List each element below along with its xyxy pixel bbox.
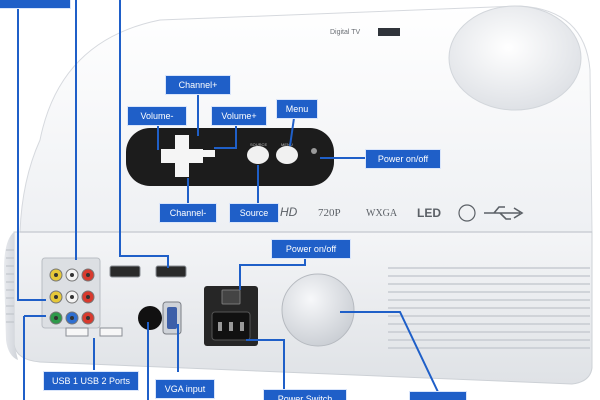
callout-vga-input: VGA input (156, 380, 214, 398)
callout-power-top: Power on/off (366, 150, 440, 168)
leader-volume-plus (214, 125, 237, 149)
ac-pin-center (229, 322, 233, 331)
callout-volume-minus: Volume- (128, 107, 186, 125)
av-jacks (49, 268, 95, 325)
ir-receiver-window (138, 306, 162, 330)
leader-top-left (17, 0, 46, 301)
callout-menu: Menu (277, 100, 317, 118)
callout-lens-focus (410, 392, 466, 400)
callout-top-left-cut (0, 0, 70, 8)
tv-badge-icon (458, 204, 476, 222)
vga-port-pins (167, 307, 177, 329)
hdmi-port-1 (109, 265, 141, 278)
usb-port-2 (99, 327, 123, 337)
hdmi-port-2 (155, 265, 187, 278)
brand-logo-box (378, 28, 400, 36)
callout-volume-plus: Volume+ (212, 107, 266, 125)
callout-source: Source (230, 204, 278, 222)
leader-power-rear (239, 258, 306, 290)
callout-power-switch: Power Switch (264, 390, 346, 400)
callout-channel-plus: Channel+ (166, 76, 230, 94)
vent-grille (388, 267, 590, 349)
leader-menu (289, 117, 295, 147)
callout-power-rear: Power on/off (272, 240, 350, 258)
badge-wxga: WXGA (366, 208, 398, 219)
leader-focus (340, 311, 439, 393)
source-panel-label: SOURCE (250, 142, 267, 147)
leader-lines (17, 0, 439, 400)
ac-pin-right (240, 322, 244, 331)
leader-hdmi (119, 0, 169, 268)
dpad-tab (203, 150, 215, 157)
callout-usb-ports: USB 1 USB 2 Ports (44, 372, 138, 390)
lens-dome (448, 5, 582, 111)
ac-pin-left (218, 322, 222, 331)
leader-power-switch (246, 339, 285, 392)
menu-panel-button[interactable] (276, 146, 298, 164)
badge-led: LED (417, 206, 441, 220)
brand-text: Digital TV (330, 29, 361, 36)
power-led-icon (311, 148, 317, 154)
menu-panel-label: MENU (281, 142, 293, 147)
usb-icon (484, 206, 524, 220)
projector-side-face (4, 232, 18, 360)
side-vent-grille (6, 249, 14, 323)
dpad-icon (161, 135, 203, 177)
focus-knob[interactable] (281, 273, 355, 347)
power-rocker-switch[interactable] (221, 289, 241, 305)
badge-720p: 720P (318, 207, 341, 219)
callout-channel-minus: Channel- (160, 204, 216, 222)
leader-left-bottom (23, 315, 46, 400)
usb-port-1 (65, 327, 89, 337)
badge-hd: HD (280, 205, 298, 219)
source-panel-button[interactable] (247, 146, 269, 164)
